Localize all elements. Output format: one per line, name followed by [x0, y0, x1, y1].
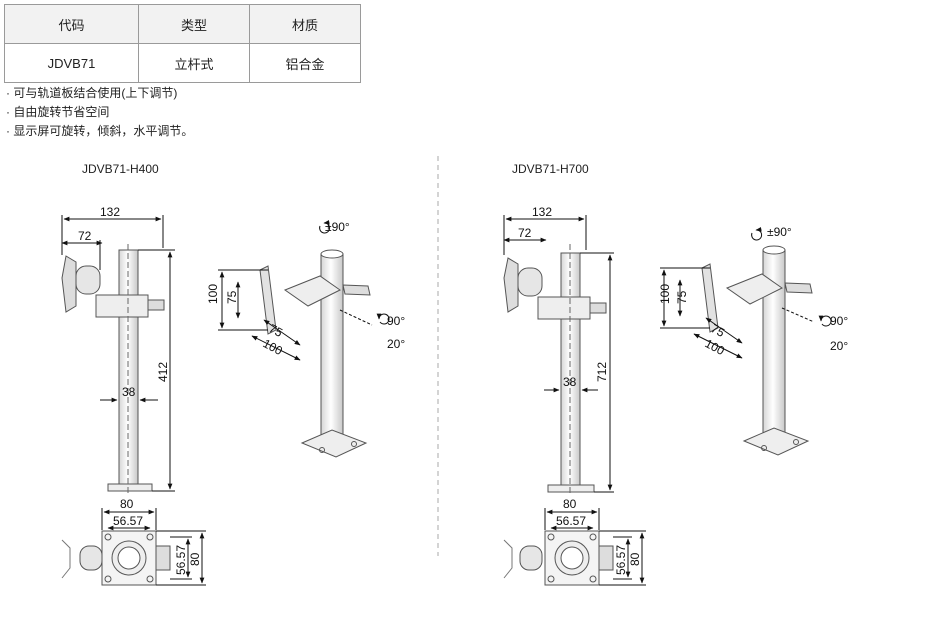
- right-front-view: [503, 244, 607, 496]
- dim-132-right: 132: [532, 205, 552, 219]
- pivot-top: [79, 545, 103, 571]
- header-code: 代码: [4, 4, 139, 44]
- rotate-label-right: ±90°: [767, 225, 792, 239]
- dim-75-iso-right: 75: [675, 290, 689, 304]
- right-iso-view: [701, 245, 813, 456]
- tilt-down-right: 20°: [830, 339, 848, 353]
- dim-38-right: 38: [563, 375, 577, 389]
- dim-100-iso-left: 100: [206, 284, 220, 304]
- dim-75-iso-left: 75: [225, 290, 239, 304]
- note-item: 自由旋转节省空间: [6, 103, 193, 122]
- tilt-up-right: 90°: [830, 314, 848, 328]
- pivot-joint: [75, 265, 101, 295]
- left-top-dims: [101, 508, 206, 586]
- dim-100-iso-diag-left: 100: [261, 336, 286, 358]
- dim-72-right: 72: [518, 226, 532, 240]
- right-top-view: [503, 530, 614, 586]
- left-front-dims: [61, 215, 175, 492]
- dim-5657-top-left: 56.57: [113, 514, 143, 528]
- right-view-title: JDVB71-H700: [512, 162, 589, 176]
- dim-5657-side-left: 56.57: [174, 545, 188, 575]
- tilt-down-left: 20°: [387, 337, 405, 351]
- dim-5657-top-right: 56.57: [556, 514, 586, 528]
- clamp-block: [95, 294, 149, 318]
- left-iso-dims: [218, 219, 390, 361]
- right-top-dims: [544, 508, 646, 586]
- cell-material: 铝合金: [248, 43, 362, 83]
- dim-38-left: 38: [122, 385, 136, 399]
- dim-75-iso-diag-left: 75: [267, 321, 286, 340]
- left-view-title: JDVB71-H400: [82, 162, 159, 176]
- rotate-label-left: ±90°: [325, 220, 350, 234]
- note-item: 显示屏可旋转，倾斜，水平调节。: [6, 122, 193, 141]
- dim-80-side-left: 80: [188, 552, 202, 566]
- dim-100-iso-diag-right: 100: [703, 336, 728, 358]
- left-iso-view: [259, 249, 371, 458]
- dim-712: 712: [595, 362, 609, 382]
- spec-table-header: 代码 类型 材质: [4, 4, 362, 44]
- base-plate: [107, 483, 153, 492]
- spec-table: 代码 类型 材质 JDVB71 立杆式 铝合金: [4, 4, 362, 83]
- dim-5657-side-right: 56.57: [614, 545, 628, 575]
- clamp-knob: [147, 299, 165, 311]
- dim-80-top-left: 80: [120, 497, 134, 511]
- left-top-view: [61, 530, 171, 586]
- dim-72-left: 72: [78, 229, 92, 243]
- dim-75-iso-diag-right: 75: [709, 321, 728, 340]
- right-front-dims: [503, 215, 614, 493]
- dim-100-iso-right: 100: [658, 284, 672, 304]
- note-item: 可与轨道板结合使用(上下调节): [6, 84, 193, 103]
- spec-table-row: JDVB71 立杆式 铝合金: [4, 43, 362, 83]
- dim-80-top-right: 80: [563, 497, 577, 511]
- feature-notes: 可与轨道板结合使用(上下调节) 自由旋转节省空间 显示屏可旋转，倾斜，水平调节。: [6, 84, 193, 141]
- tilt-up-left: 90°: [387, 314, 405, 328]
- dim-132-left: 132: [100, 205, 120, 219]
- cell-type: 立杆式: [137, 43, 250, 83]
- left-front-view: [61, 244, 165, 495]
- monitor-plate: [61, 255, 77, 313]
- dim-412: 412: [156, 362, 170, 382]
- dim-80-side-right: 80: [628, 552, 642, 566]
- cell-code: JDVB71: [4, 43, 139, 83]
- right-iso-dims: [660, 226, 832, 359]
